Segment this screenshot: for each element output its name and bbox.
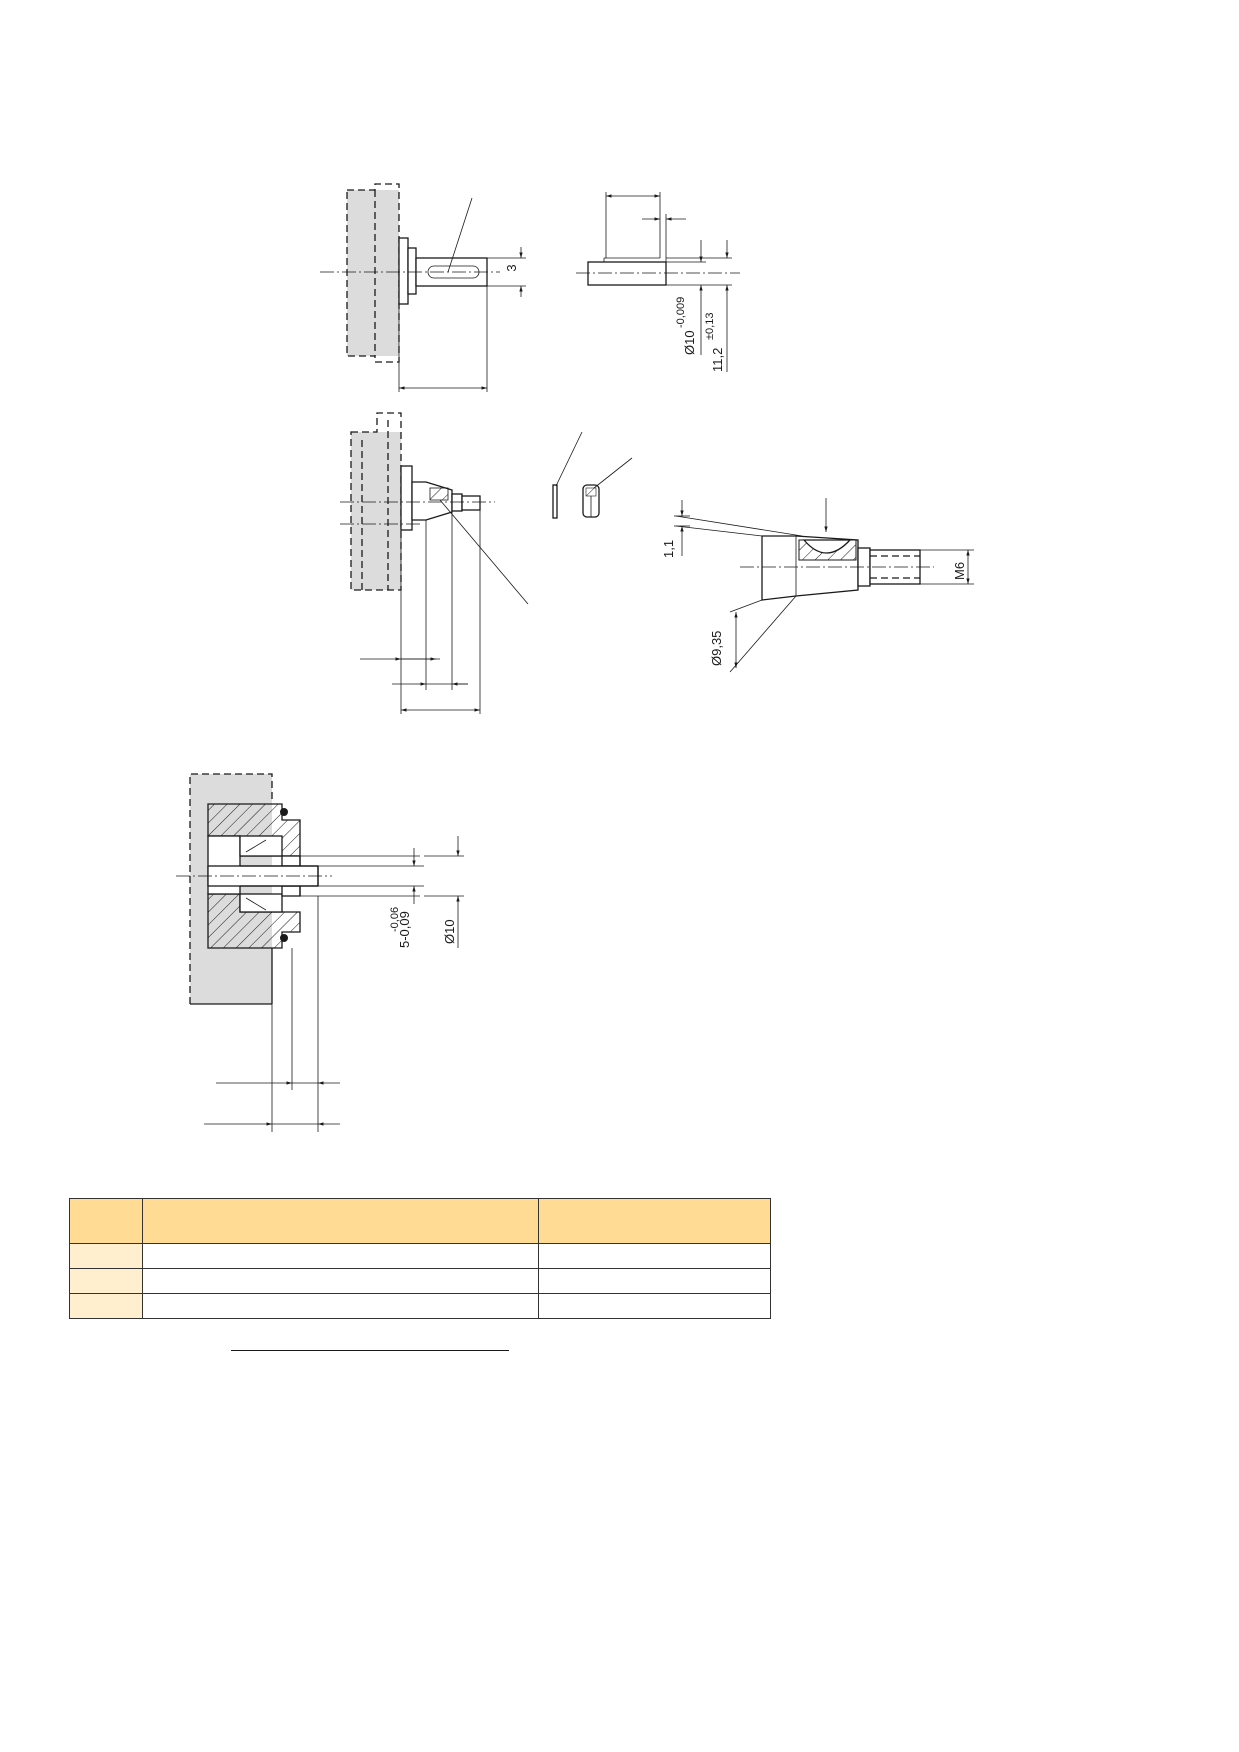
technical-drawing: 3 Ø10 -0,009 ±0,13 11,2: [176, 183, 974, 1132]
table-cell: [538, 1243, 771, 1269]
dim-thread: M6: [952, 562, 967, 580]
table-cell: [69, 1243, 143, 1269]
view-parallel-key: Ø10 -0,009 ±0,13 11,2: [576, 192, 740, 372]
table-row: [69, 1243, 771, 1269]
dim-key-diameter-tol: -0,009: [675, 297, 687, 328]
table-header-cell: [142, 1198, 539, 1244]
table-cell: [142, 1268, 539, 1294]
dim-cone-diameter: Ø9,35: [709, 631, 724, 666]
table-cell: [538, 1293, 771, 1319]
table-header-cell: [69, 1198, 143, 1244]
signature-line: [231, 1350, 509, 1351]
table-cell: [69, 1293, 143, 1319]
dim-key-diameter: Ø10: [682, 330, 697, 355]
table-cell: [538, 1268, 771, 1294]
dim-key-height-tol: ±0,13: [704, 313, 716, 340]
table-header-cell: [538, 1198, 771, 1244]
spec-table: [69, 1198, 771, 1319]
table-cell: [142, 1243, 539, 1269]
table-row: [69, 1268, 771, 1294]
dim-cone-angle-height: 1,1: [661, 540, 676, 558]
table-row: [69, 1293, 771, 1319]
dim-slot-width: 3: [504, 264, 519, 271]
table-cell: [142, 1293, 539, 1319]
dim-shaft-diameter: Ø10: [442, 919, 457, 944]
dim-key-height: 11,2: [710, 348, 725, 372]
table-cell: [69, 1268, 143, 1294]
view-keyed-shaft: 3: [320, 183, 526, 392]
view-cone-detail: 1,1 M6 Ø9,35: [661, 498, 974, 673]
dim-bore-tol-base: 5-0,09: [397, 911, 412, 948]
view-conical-shaft: [340, 412, 529, 714]
view-washer-nut: [552, 431, 633, 519]
dim-bore-tol-upper: -0,06: [389, 907, 401, 932]
view-flange-section: -0,06 5-0,09 Ø10: [176, 773, 464, 1132]
table-header-row: [69, 1198, 771, 1244]
